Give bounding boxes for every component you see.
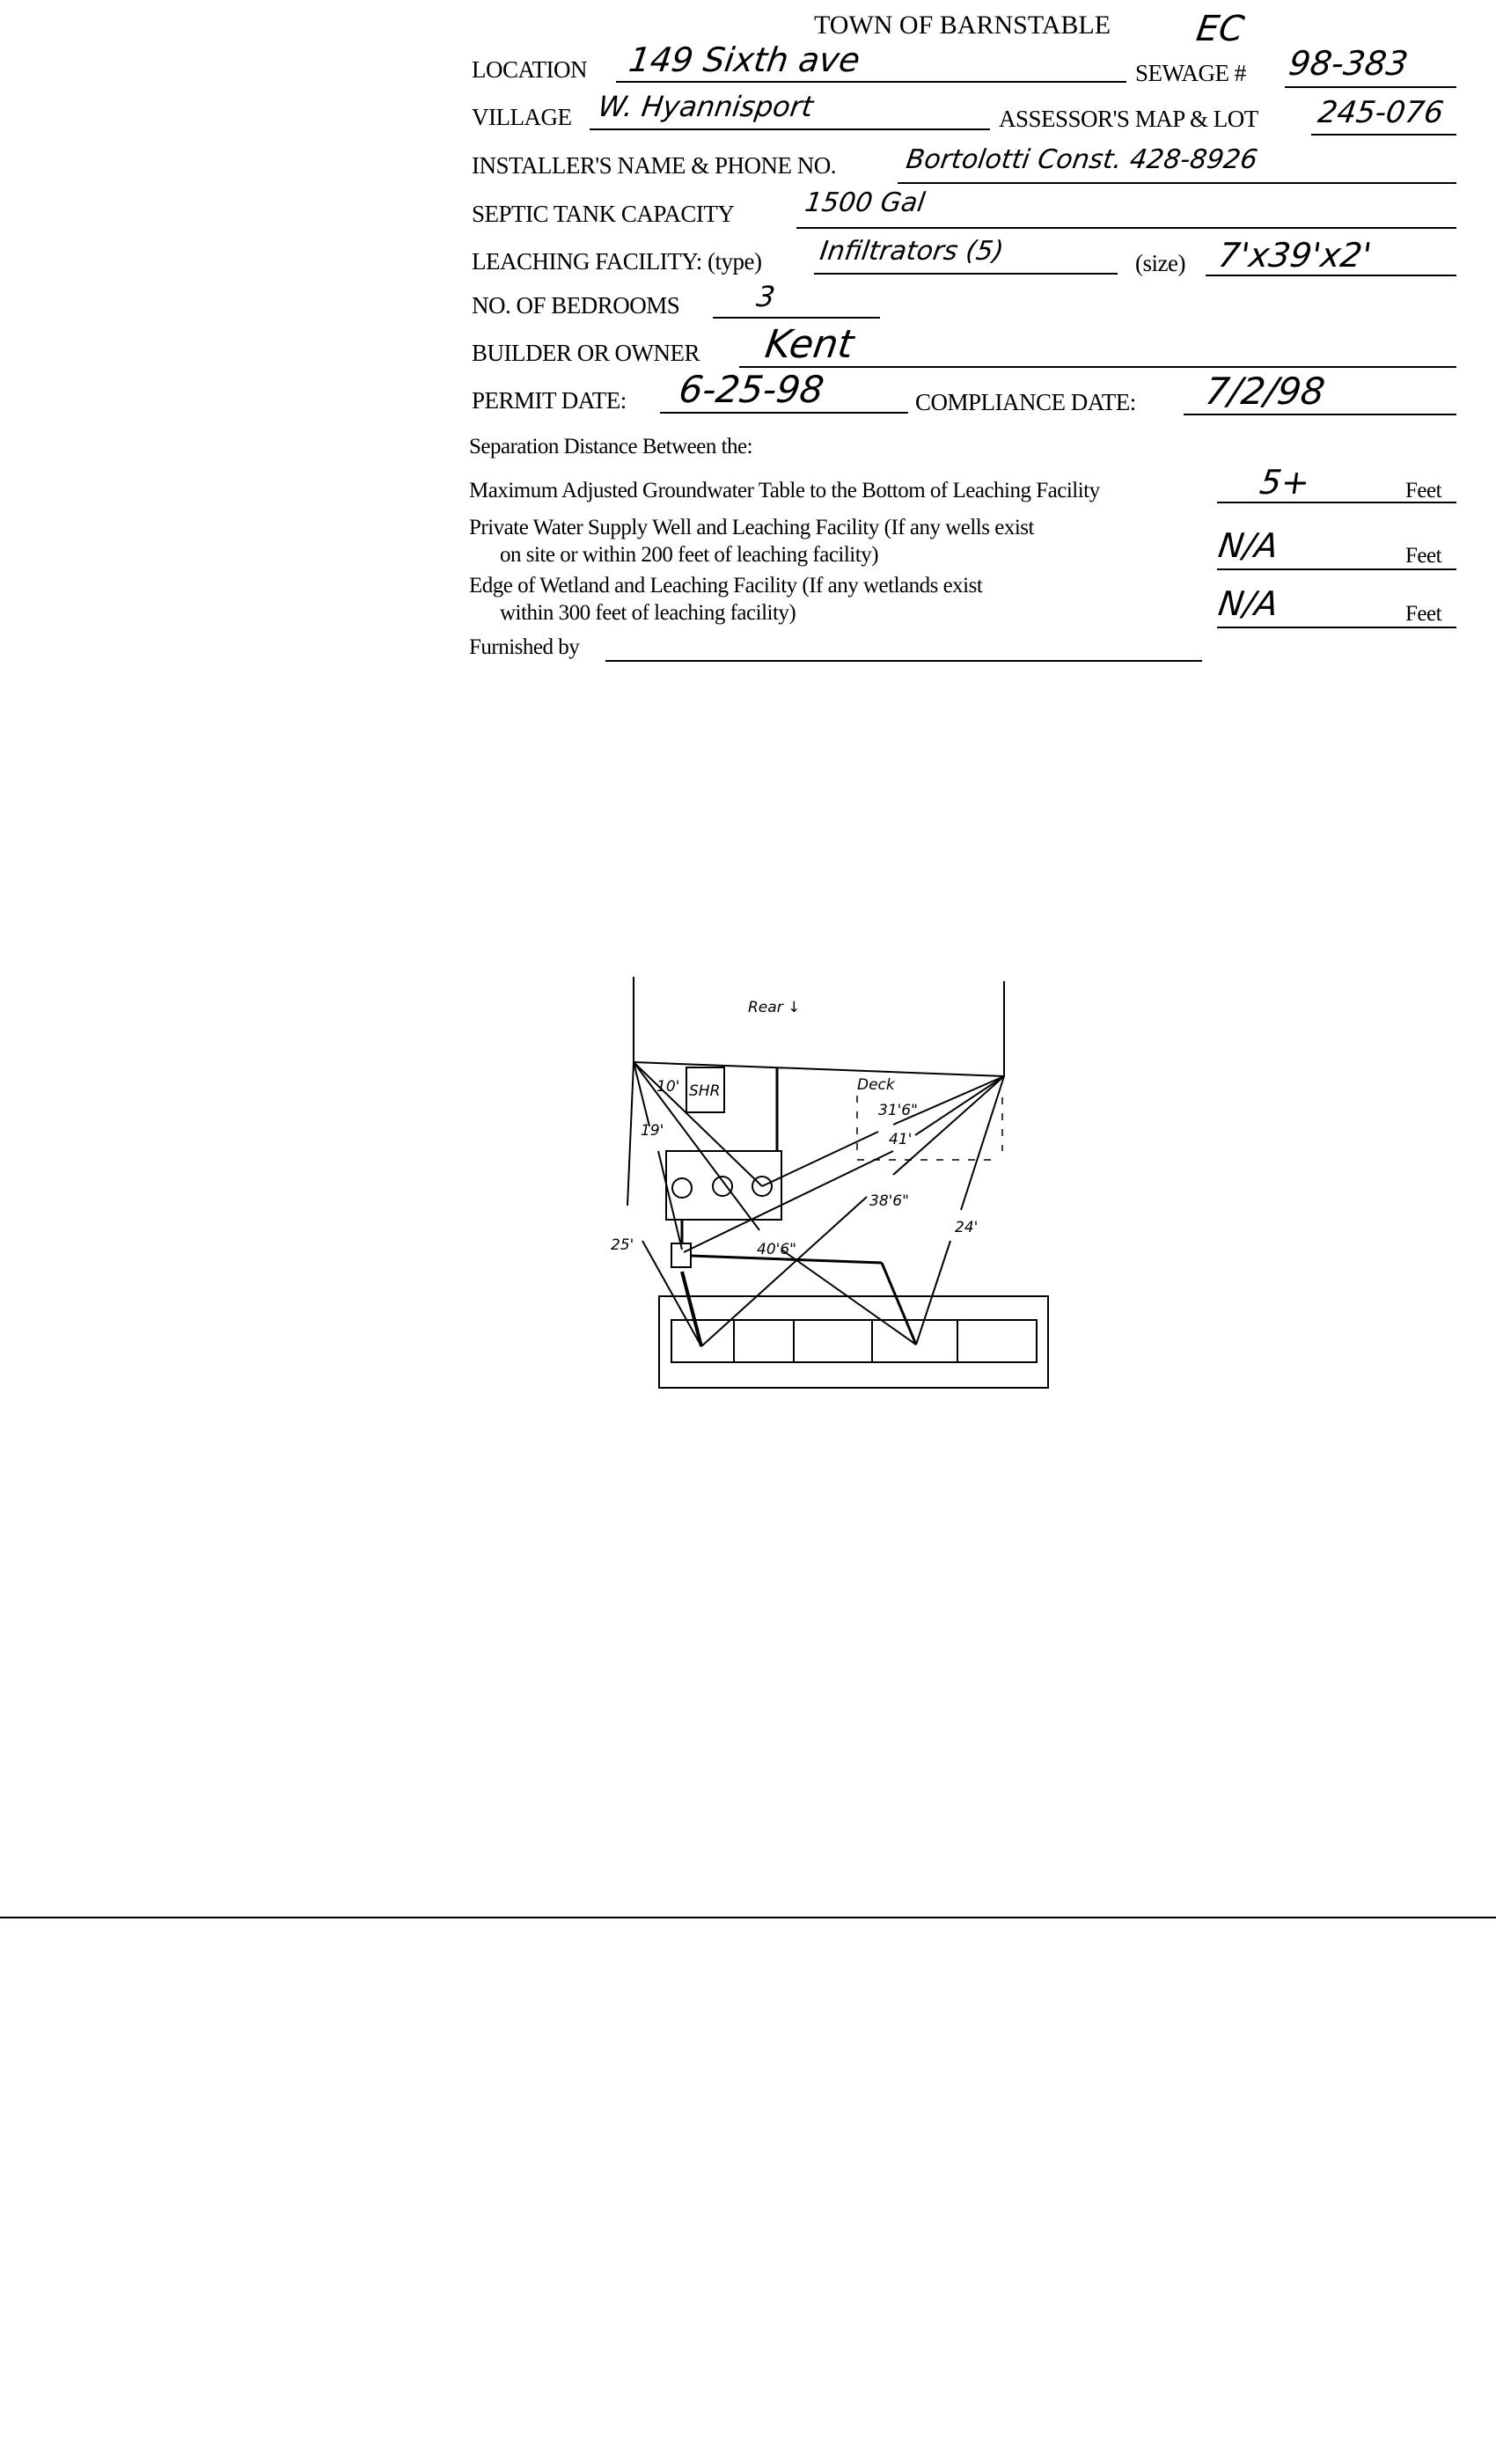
bedrooms-label: NO. OF BEDROOMS [472,292,680,319]
wetland-label-line1: Edge of Wetland and Leaching Facility (I… [469,574,983,598]
dim-38-6: 38'6" [869,1192,909,1210]
installer-field[interactable] [898,182,1456,184]
measurement-lines [633,1061,1005,1347]
chamber-dividers [733,1320,958,1362]
leaching-size-label: (size) [1135,250,1185,276]
location-field[interactable] [616,81,1126,83]
infiltrator-chambers [671,1319,1038,1363]
dim-40-6: 40'6" [757,1241,796,1258]
tank-manhole-2 [712,1176,733,1197]
tank-manhole-1 [671,1177,693,1199]
owner-value: Kent [762,322,857,367]
map-lot-label: ASSESSOR'S MAP & LOT [999,106,1258,132]
deck-outline [856,1096,1003,1161]
dim-10: 10' [656,1078,679,1096]
dim-24: 24' [955,1219,978,1236]
map-lot-field[interactable] [1311,134,1456,136]
village-field[interactable] [590,128,990,130]
map-lot-value: 245-076 [1316,95,1446,130]
separation-heading: Separation Distance Between the: [469,435,753,458]
dim-25: 25' [611,1236,634,1254]
well-label-line1: Private Water Supply Well and Leaching F… [469,516,1034,539]
location-value: 149 Sixth ave [626,40,863,79]
wetland-field[interactable] [1217,627,1456,628]
tank-manhole-3 [752,1176,773,1197]
well-field[interactable] [1217,568,1456,570]
groundwater-unit: Feet [1405,479,1442,502]
permit-date-label: PERMIT DATE: [472,387,627,414]
well-unit: Feet [1405,544,1442,568]
deck-label: Deck [857,1076,896,1094]
owner-label: BUILDER OR OWNER [472,340,700,366]
leaching-size-field[interactable] [1206,275,1456,276]
village-value: W. Hyannisport [596,90,816,123]
shr-box [686,1067,725,1113]
permit-date-value: 6-25-98 [676,368,827,411]
location-label: LOCATION [472,56,588,83]
well-label-line2: on site or within 200 feet of leaching f… [500,543,879,567]
compliance-date-value: 7/2/98 [1202,370,1328,413]
septic-field[interactable] [796,227,1456,229]
leaching-field-outline [658,1295,1049,1389]
compliance-date-field[interactable] [1184,414,1456,415]
wetland-unit: Feet [1405,602,1442,626]
groundwater-value: 5+ [1257,463,1313,502]
page-divider [0,1917,1496,1918]
groundwater-label: Maximum Adjusted Groundwater Table to th… [469,479,1100,502]
leaching-type-label: LEACHING FACILITY: (type) [472,248,762,275]
dim-41: 41' [889,1131,912,1148]
leaching-type-field[interactable] [814,273,1118,275]
groundwater-field[interactable] [1217,502,1456,503]
installer-value: Bortolotti Const. 428-8926 [904,144,1260,175]
pipes [680,1220,918,1347]
bedrooms-field[interactable] [713,317,880,319]
leaching-size-value: 7'x39'x2' [1215,236,1375,275]
septic-label: SEPTIC TANK CAPACITY [472,201,735,227]
well-value: N/A [1215,526,1281,565]
property-lines [627,977,1005,1206]
village-label: VILLAGE [472,104,572,130]
sewage-value: 98-383 [1286,44,1411,83]
compliance-date-label: COMPLIANCE DATE: [915,389,1136,415]
rear-label: Rear ↓ [748,999,800,1016]
owner-field[interactable] [739,366,1456,368]
dim-19: 19' [641,1122,664,1140]
furnished-label: Furnished by [469,635,580,659]
wetland-value: N/A [1215,584,1281,623]
installer-label: INSTALLER'S NAME & PHONE NO. [472,152,836,179]
form-title: TOWN OF BARNSTABLE [814,11,1111,40]
sewage-label: SEWAGE # [1135,60,1246,86]
furnished-field[interactable] [605,660,1202,662]
bedrooms-value: 3 [754,280,778,313]
site-sketch: Rear ↓ 10' SHR 19' 25' Deck 31'6" 41' 38… [611,977,1049,1389]
wetland-label-line2: within 300 feet of leaching facility) [500,601,796,625]
dim-31-6: 31'6" [878,1102,918,1119]
permit-date-field[interactable] [660,412,908,414]
leaching-type-value: Infiltrators (5) [818,236,1006,267]
septic-value: 1500 Gal [803,187,928,218]
shr-label: SHR [689,1082,720,1100]
reviewer-initials: EC [1193,9,1247,49]
sewage-field[interactable] [1285,86,1456,88]
